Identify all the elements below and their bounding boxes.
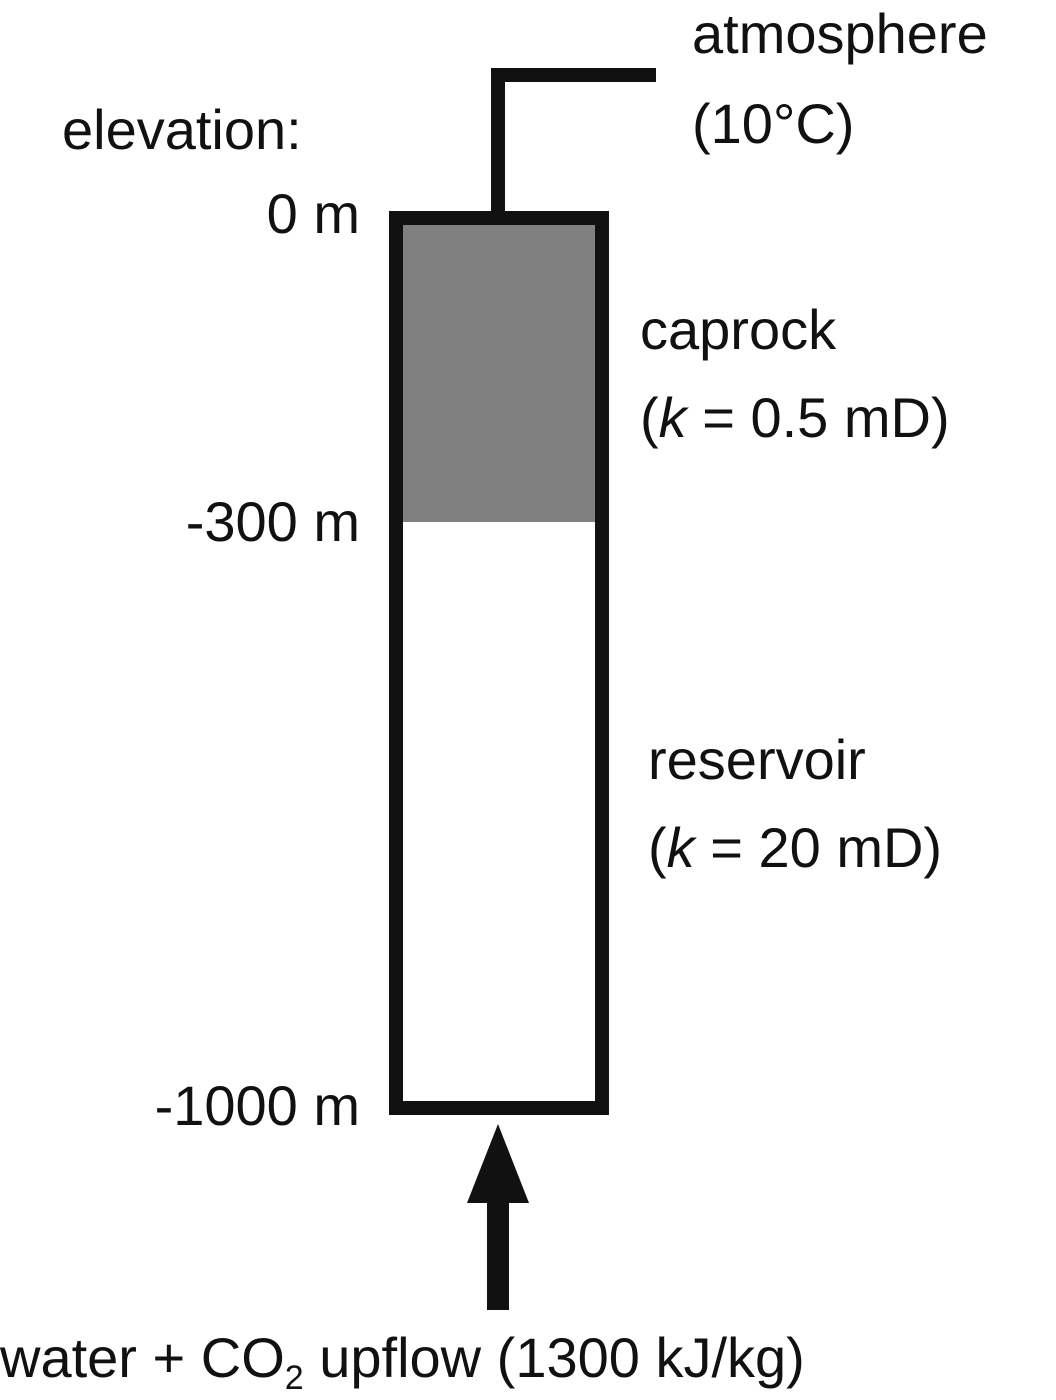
caprock-permeability: (k = 0.5 mD) [640, 386, 950, 450]
inflow-subscript: 2 [284, 1359, 304, 1397]
atmosphere-label: atmosphere [692, 2, 988, 65]
upflow-arrow-head [467, 1124, 529, 1203]
caprock-label: caprock [640, 298, 837, 361]
inflow-prefix: water + CO [0, 1326, 285, 1389]
elevation-tick-1000m: -1000 m [154, 1074, 360, 1137]
atmosphere-temperature: (10°C) [692, 92, 855, 155]
reservoir-perm-value: = 20 mD) [694, 816, 943, 879]
caprock-perm-symbol: k [658, 386, 687, 449]
atmosphere-connection-pipe [491, 68, 656, 214]
reservoir-perm-open: ( [648, 816, 667, 879]
elevation-tick-300m: -300 m [185, 490, 360, 553]
column-outline [389, 211, 609, 1115]
elevation-tick-0m: 0 m [266, 182, 360, 245]
elevation-heading: elevation: [62, 98, 302, 161]
caprock-perm-open: ( [640, 386, 659, 449]
caprock-layer [396, 218, 602, 522]
reservoir-perm-symbol: k [666, 816, 695, 879]
caprock-perm-value: = 0.5 mD) [686, 386, 950, 449]
reservoir-label: reservoir [648, 728, 866, 791]
inflow-label: water + CO2 upflow (1300 kJ/kg) [0, 1326, 805, 1398]
reservoir-layer [396, 522, 602, 1108]
inflow-suffix: upflow (1300 kJ/kg) [303, 1326, 805, 1389]
reservoir-permeability: (k = 20 mD) [648, 816, 942, 880]
